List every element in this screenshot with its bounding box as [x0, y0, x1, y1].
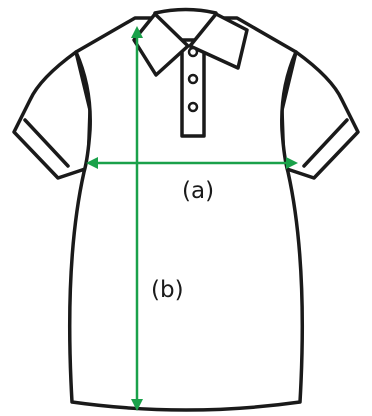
button-icon — [187, 101, 199, 113]
measure-line-b — [131, 26, 143, 411]
arrowhead-bottom — [131, 399, 143, 411]
measure-line-a — [86, 157, 298, 169]
left-sleeve — [12, 50, 92, 180]
measurement-label-a: (a) — [182, 178, 215, 204]
arrowhead-top — [131, 26, 143, 38]
buttons — [187, 46, 199, 113]
placket — [180, 42, 206, 138]
collar-left — [132, 12, 190, 77]
right-sleeve — [280, 50, 360, 180]
arrowhead-left — [86, 157, 98, 169]
collar-right — [188, 12, 249, 70]
measurement-label-b: (b) — [151, 277, 184, 303]
arrowhead-right — [286, 157, 298, 169]
button-icon — [187, 73, 199, 85]
button-icon — [187, 46, 199, 58]
left-cuff — [23, 118, 70, 168]
polo-shirt-icon — [12, 7, 360, 412]
shirt-body — [67, 16, 305, 412]
right-cuff — [302, 118, 349, 168]
